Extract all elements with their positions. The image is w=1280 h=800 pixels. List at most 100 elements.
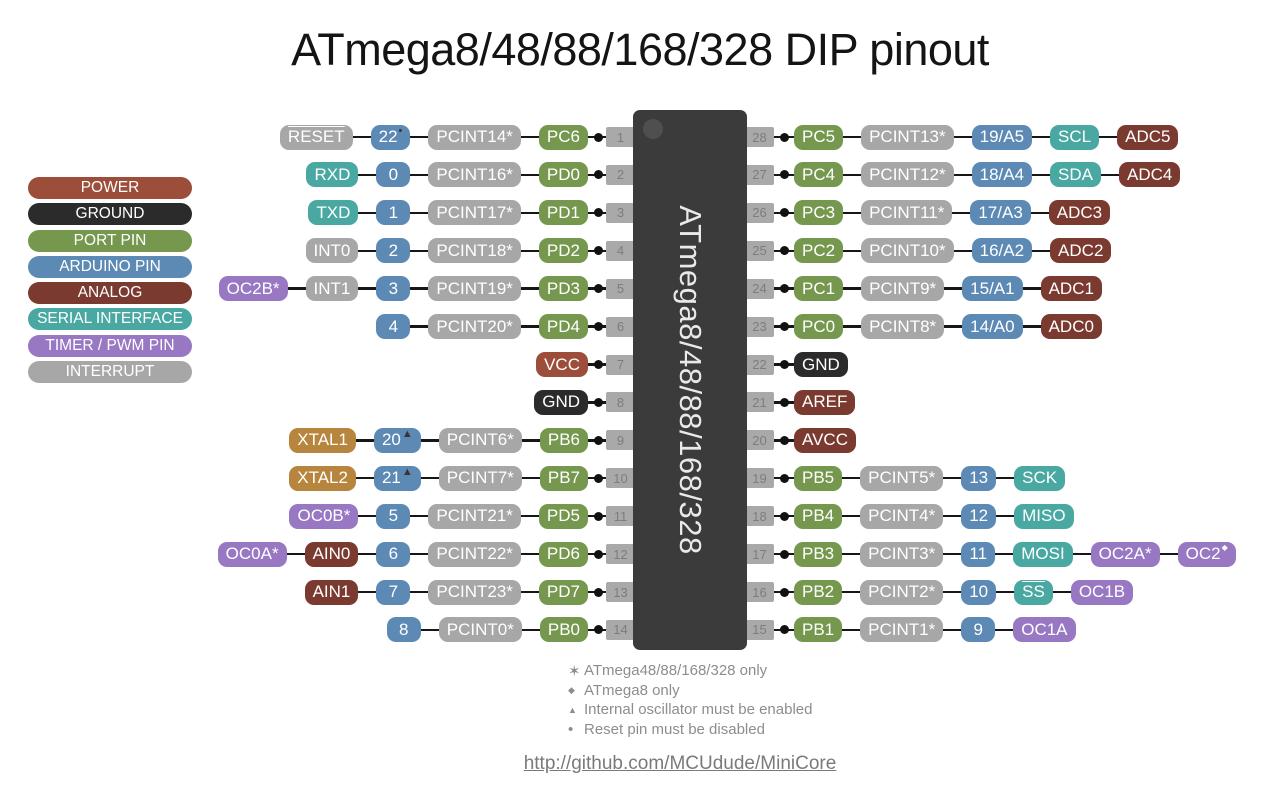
wire-dot [593,587,603,597]
pin-label-2: 2 [376,238,411,264]
pin-label-text: VCC [544,354,580,374]
pin-label-12: 12 [961,503,997,529]
connector-line [520,249,539,252]
connector-line [944,287,963,290]
pin-stub-1: 1 [606,127,635,147]
wire-dot [593,473,603,483]
pin-label-text: OC2A* [1098,544,1152,564]
pin-label-oc2: OC2◆ [1177,541,1236,567]
connector-line [287,287,306,290]
pin-label-pd2: PD2 [538,238,588,264]
wire-dot [593,625,603,635]
pin-label-pcint10: PCINT10* [861,238,954,264]
pin-wire [774,276,794,302]
pin-wire [774,617,794,643]
pin-label-19a5: 19/A5 [971,124,1033,150]
connector-line [355,439,374,442]
pin-label-text: AREF [802,392,848,412]
pin-label-text: PCINT5* [868,468,936,488]
wire-dot [779,587,789,597]
footnote-text: Internal oscillator must be enabled [584,701,813,719]
connector-line [410,325,429,328]
pin-label-text: PCINT22* [436,544,513,564]
connector-line [953,135,972,139]
wire-dot [593,208,603,218]
pin-label-text: PB0 [547,619,580,639]
wire-dot [779,625,789,635]
footnote-text: ATmega8 only [584,681,680,699]
pin-label-pcint6: PCINT6* [438,427,522,453]
wire-dot [779,397,789,407]
pin-label-pcint18: PCINT18* [428,238,521,264]
pin-label-text: ADC2 [1058,240,1104,260]
pin-label-adc0: ADC0 [1040,314,1102,340]
pin-label-text: XTAL1 [297,430,348,450]
pin-label-pcint14: PCINT14* [428,124,521,150]
pin-label-text: PC2 [802,240,836,260]
legend-item-analog: ANALOG [28,282,192,305]
connector-line [420,628,439,632]
pin-label-pd5: PD5 [538,503,588,529]
footnote: ✶ATmega48/88/168/328 only [568,661,812,681]
pin-stub-17: 17 [745,544,774,565]
pin-label-text: 2 [388,240,399,260]
connector-line [995,552,1014,556]
pin-label-pc0: PC0 [794,314,844,340]
pin-label-pcint2: PCINT2* [860,579,944,605]
connector-line [996,477,1015,480]
footnote-symbol: ▲ [568,704,577,715]
pin-label-pb3: PB3 [794,541,843,567]
connector-line [995,628,1014,632]
pin-label-pcint8: PCINT8* [861,314,945,340]
connector-line [1101,173,1120,177]
pin-label-text: PCINT10* [869,240,946,260]
pin-wire [588,617,608,643]
page-title: ATmega8/48/88/168/328 DIP pinout [291,24,989,75]
pin-label-text: PCINT23* [436,582,513,602]
pin-label-text: 11 [969,544,988,564]
pin-label-text: 19/A5 [979,127,1025,146]
connector-line [520,135,539,139]
wire-dot [593,549,603,559]
pin-label-txd: TXD [308,200,359,226]
connector-line [410,514,429,518]
wire-dot [593,360,603,370]
pin-label-text: PCINT16* [436,164,513,184]
pin-label-text: 3 [388,278,399,298]
pin-wire [588,465,608,491]
connector-line [943,628,962,632]
connector-line [843,135,862,139]
pin-label-text: 10 [969,582,989,602]
pin-label-text: PCINT9* [869,278,937,298]
pin-label-int1: INT1 [305,276,359,302]
pin-label-text: GND [542,392,580,412]
pin-label-scl: SCL [1050,124,1100,150]
connector-line [420,477,439,480]
pin-label-text: MOSI [1021,544,1065,564]
pin-label-text: ADC3 [1056,202,1103,222]
pin-stub-19: 19 [745,468,774,489]
pin-label-text: PCINT7* [446,468,514,488]
connector-line [842,477,861,480]
pin-stub-3: 3 [606,202,635,223]
pin-label-miso: MISO [1014,503,1074,529]
pin-label-adc5: ADC5 [1117,124,1179,150]
pin-label-text: 22 [378,127,398,146]
connector-line [953,173,972,177]
pin-stub-20: 20 [745,430,774,451]
pin-label-7: 7 [376,579,411,605]
pin-wire [588,238,608,264]
pin-stub-6: 6 [606,316,635,337]
pin-label-text: ADC5 [1125,127,1171,146]
pin-label-oc2a: OC2A* [1090,541,1160,567]
minicore-link[interactable]: http://github.com/MCUdude/MiniCore [523,753,837,774]
pin-wire [588,541,608,567]
pin-label-pc5: PC5 [794,124,844,150]
pin-label-pc2: PC2 [794,238,844,264]
pin-label-text: XTAL2 [297,468,348,488]
pin-stub-24: 24 [745,278,774,299]
